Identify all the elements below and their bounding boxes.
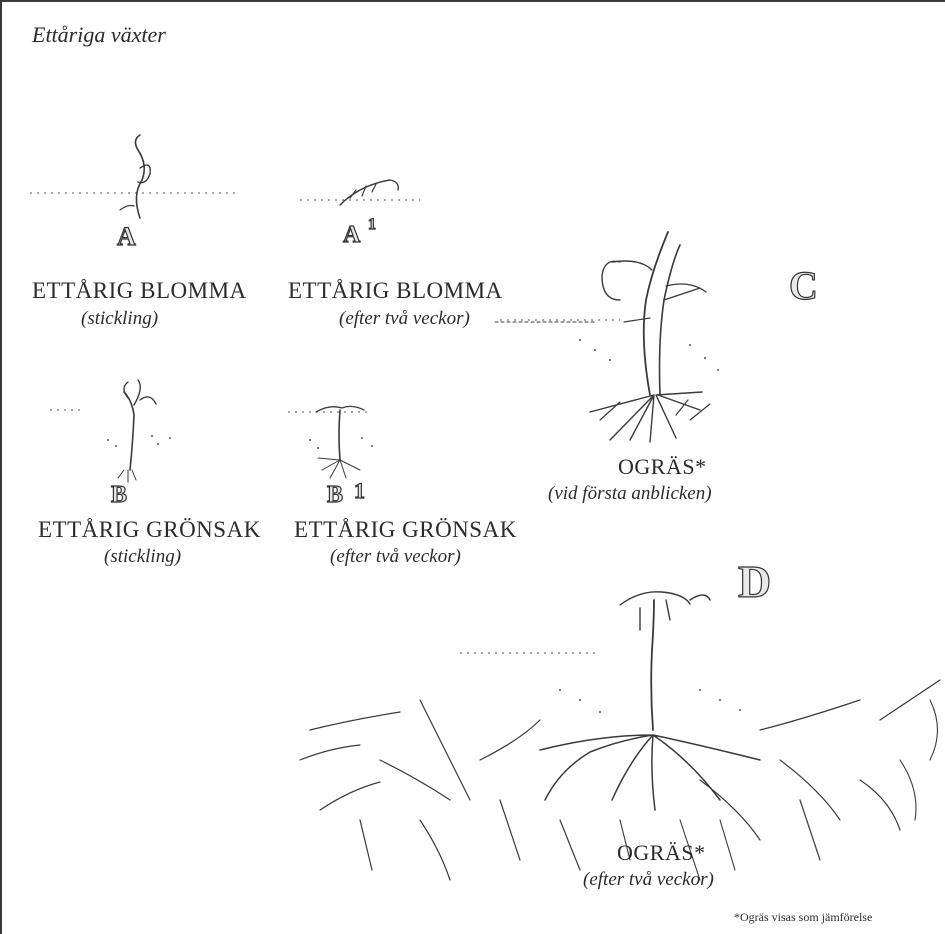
seedling-a1-drawing [300, 180, 420, 205]
label-c-name: OGRÄS* [618, 454, 707, 480]
letter-b: B [111, 482, 127, 509]
label-b1-note: (efter två veckor) [330, 546, 461, 568]
weed-d-drawing [300, 592, 940, 880]
letter-a1-sup: 1 [368, 216, 376, 234]
label-b1-name: ETTÅRIG GRÖNSAK [294, 517, 517, 543]
label-b-name: ETTÅRIG GRÖNSAK [38, 517, 261, 543]
letter-d: D [738, 555, 771, 608]
letter-a1: A [343, 222, 360, 249]
letter-b1: B [327, 482, 343, 509]
label-a-name: ETTÅRIG BLOMMA [32, 278, 247, 304]
seedling-b-drawing [50, 380, 156, 482]
label-b-note: (stickling) [104, 546, 181, 568]
footnote: *Ogräs visas som jämförelse [734, 910, 872, 925]
weed-c-drawing [500, 232, 710, 442]
seedling-a-drawing [30, 135, 240, 218]
label-a-note: (stickling) [81, 308, 158, 330]
seedling-b1-drawing [288, 406, 370, 478]
letter-a: A [117, 222, 136, 252]
label-c-note: (vid första anblicken) [548, 483, 712, 505]
label-d-note: (efter två veckor) [583, 869, 714, 891]
label-a1-name: ETTÅRIG BLOMMA [288, 278, 503, 304]
letter-c: C [789, 262, 818, 309]
label-d-name: OGRÄS* [617, 840, 706, 866]
letter-b1-sup: 1 [354, 478, 365, 504]
label-a1-note: (efter två veckor) [339, 308, 470, 330]
